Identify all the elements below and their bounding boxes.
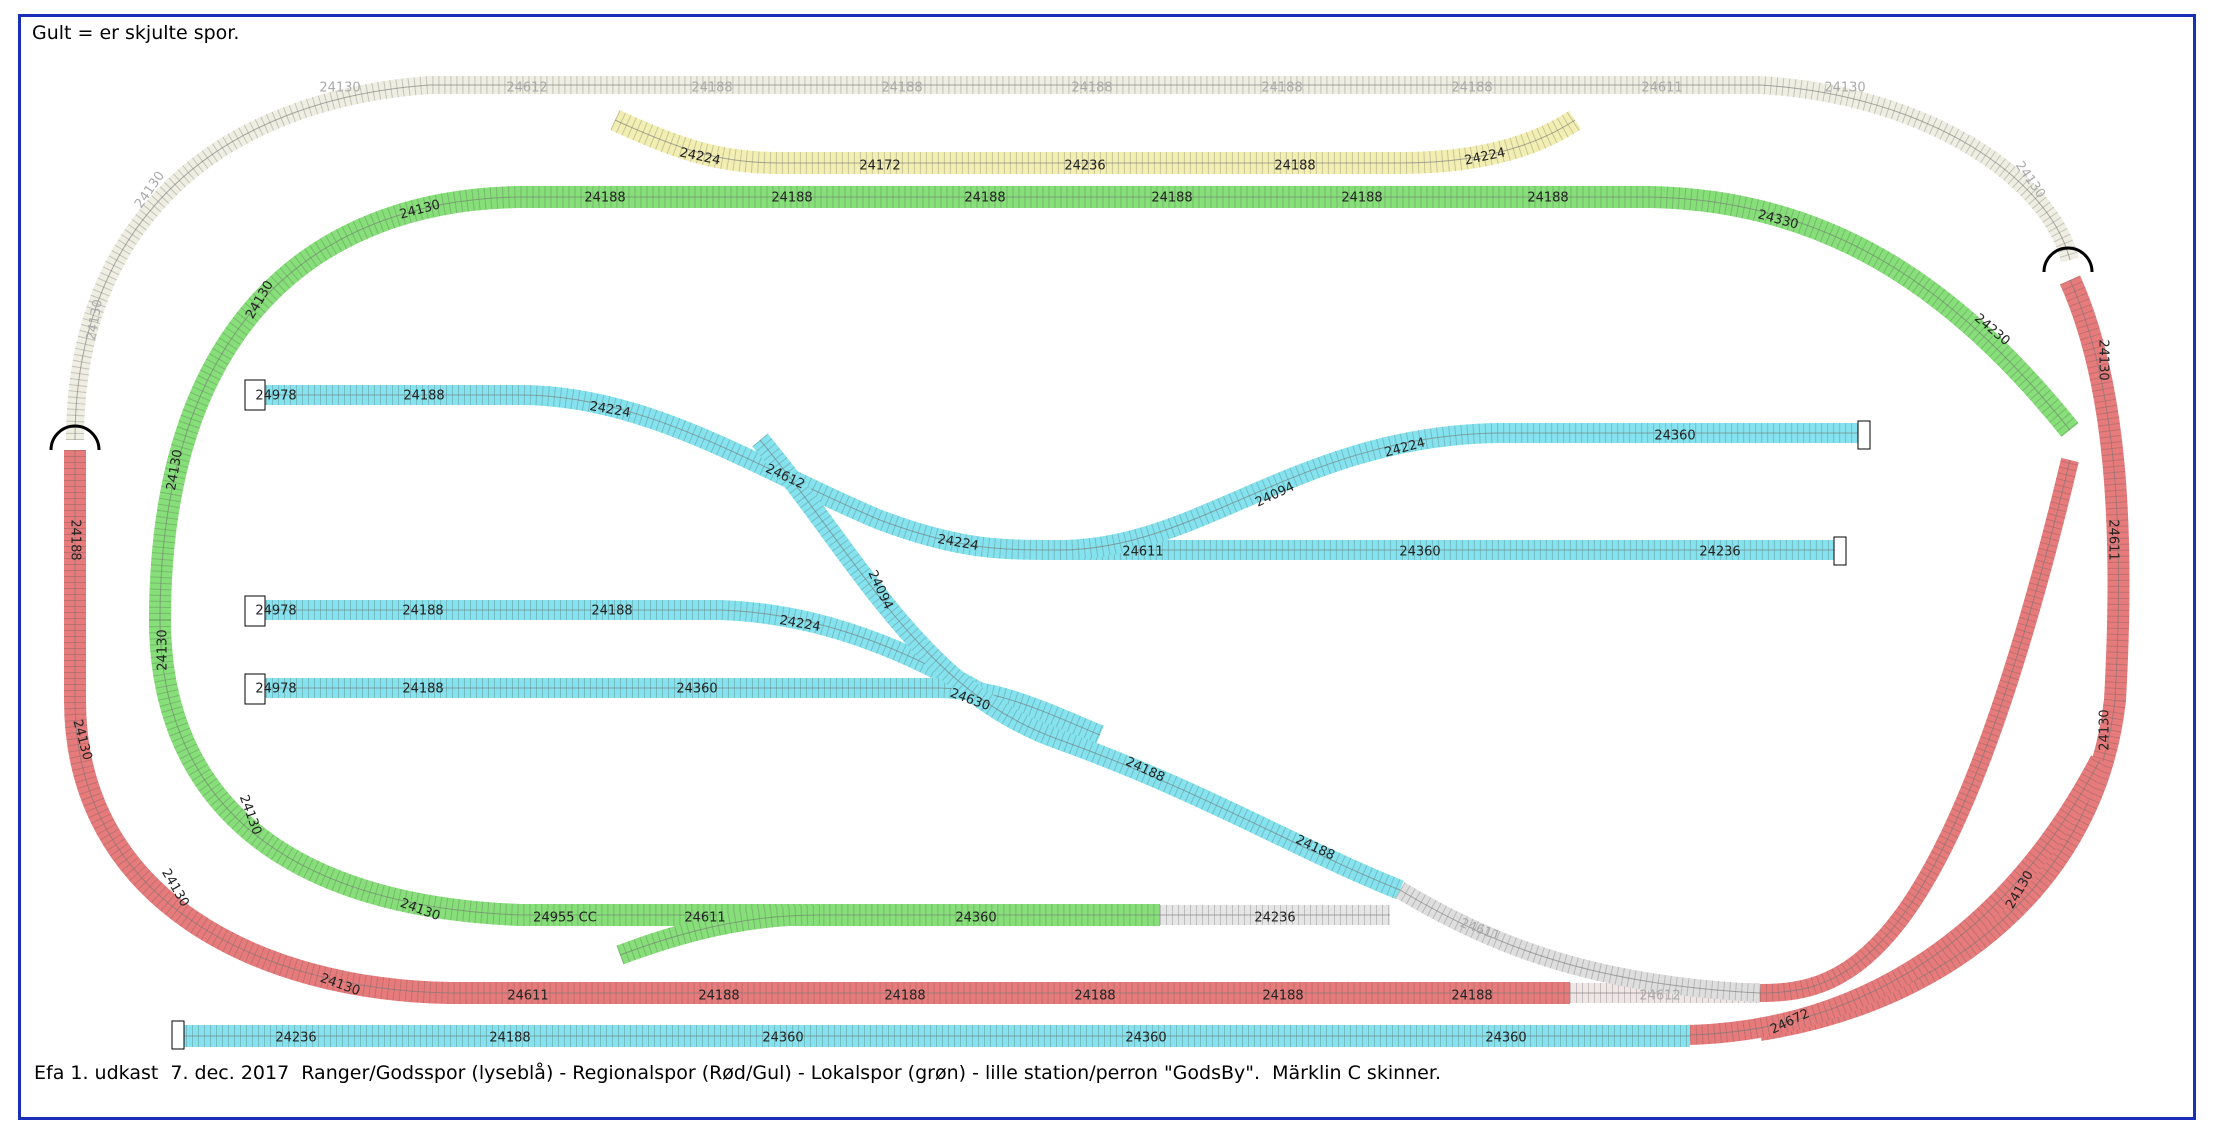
hidden-label: 24188: [1274, 159, 1315, 174]
outer-side-label: 24130: [84, 298, 106, 341]
siding1-label: 24611: [1122, 545, 1163, 560]
red-bottom-label: 24188: [1262, 989, 1303, 1004]
diagonal-neutral: [1395, 882, 1761, 1002]
siding1-label: 24224: [936, 532, 979, 554]
outer-hidden-loop: [66, 76, 2079, 441]
drawing-frame: [18, 14, 2196, 1120]
siding-upper: [1059, 423, 1870, 560]
layout-caption: Efa 1. udkast 7. dec. 2017 Ranger/Godssp…: [34, 1062, 1441, 1084]
diagonal: [752, 433, 1404, 900]
siding1-label: 24188: [403, 389, 444, 404]
green-top-label: 24188: [1341, 191, 1382, 206]
green-bottom-label: 24955 CC: [533, 911, 597, 926]
outer-top-label: 24188: [881, 81, 922, 96]
legend-text: Gult = er skjulte spor.: [32, 22, 240, 44]
green-top-label: 24188: [771, 191, 812, 206]
siding2-label: 24978: [255, 604, 296, 619]
bottom-blue-label: 24360: [762, 1031, 803, 1046]
green-bottom-label: 24611: [684, 911, 725, 926]
outer-top-label: 24188: [1451, 81, 1492, 96]
siding3-label: 24360: [676, 682, 717, 697]
siding1-label: 24236: [1699, 545, 1740, 560]
hidden-label: 24236: [1064, 159, 1105, 174]
red-bottom-label: 24188: [1074, 989, 1115, 1004]
outer-top-label: 24188: [691, 81, 732, 96]
hidden-yellow-track: [610, 110, 1582, 174]
track-end-2: [1833, 536, 1847, 566]
red-bottom-label: 24188: [884, 989, 925, 1004]
siding2-label: 24224: [778, 613, 821, 635]
green-bottom-label: 24236: [1254, 911, 1295, 926]
red-bottom-label: 24612: [1639, 989, 1680, 1004]
red-lower-right: [1689, 755, 2109, 1045]
buffer-stop-1: [244, 379, 266, 411]
outer-top-label: 24130: [319, 81, 360, 96]
red-right-label: 24130: [2098, 709, 2113, 750]
red-regional-right: [1758, 275, 2130, 1041]
green-top-label: 24188: [1151, 191, 1192, 206]
bottom-blue-label: 24188: [489, 1031, 530, 1046]
red-bottom-label: 24611: [507, 989, 548, 1004]
red-right-label: 24611: [2106, 519, 2121, 560]
red-left-label: 24188: [68, 519, 83, 560]
red-bottom-right: [1759, 457, 2079, 1002]
siding2-label: 24188: [402, 604, 443, 619]
siding-1: [260, 385, 1840, 560]
green-top-label: 24188: [584, 191, 625, 206]
siding1-label: 24978: [255, 389, 296, 404]
green-top-label: 24188: [1527, 191, 1568, 206]
outer-top-label: 24188: [1071, 81, 1112, 96]
red-regional-loop: [64, 450, 1570, 1004]
bottom-blue-label: 24360: [1485, 1031, 1526, 1046]
siding2-label: 24188: [591, 604, 632, 619]
red-bottom-label: 24188: [698, 989, 739, 1004]
buffer-stop-3: [244, 673, 266, 705]
green-top-label: 24188: [964, 191, 1005, 206]
siding1-label: 24224: [588, 399, 631, 421]
green-branch: [616, 905, 821, 965]
green-bottom-label: 24360: [955, 911, 996, 926]
siding3-label: 24188: [402, 682, 443, 697]
track-end-1: [1857, 420, 1871, 450]
hidden-label: 24172: [859, 159, 900, 174]
green-left-label: 24130: [164, 448, 186, 491]
track-end-3: [171, 1020, 185, 1050]
green-local-loop-bottom: [149, 619, 1160, 926]
buffer-stop-2: [244, 595, 266, 627]
reverse-loop-marker-left: [49, 424, 101, 451]
bottom-blue-label: 24236: [275, 1031, 316, 1046]
reverse-loop-marker-right: [2042, 246, 2094, 273]
red-bottom-label: 24188: [1451, 989, 1492, 1004]
siding-3: [260, 678, 1104, 745]
outer-top-label: 24130: [1824, 81, 1865, 96]
bottom-blue-label: 24360: [1125, 1031, 1166, 1046]
outer-top-label: 24188: [1261, 81, 1302, 96]
green-left-label: 24130: [156, 629, 171, 670]
outer-top-label: 24611: [1641, 81, 1682, 96]
siding1-label: 24360: [1399, 545, 1440, 560]
red-right-label: 24130: [2096, 339, 2111, 380]
outer-top-label: 24612: [506, 81, 547, 96]
green-local-loop-top: [149, 186, 2079, 621]
siding3-label: 24978: [255, 682, 296, 697]
siding-upper-label: 24360: [1654, 429, 1695, 444]
